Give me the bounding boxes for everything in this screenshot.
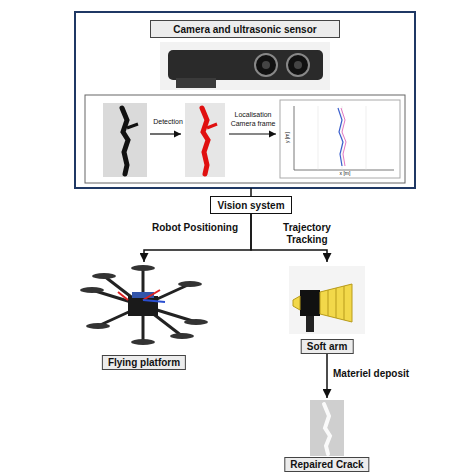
vision-box: Vision system: [210, 196, 292, 214]
node-label: Soft arm: [301, 339, 354, 354]
process-arrow: [229, 133, 276, 134]
annotation-text: y [m]: [284, 123, 291, 153]
edge-label: Materiel deposit: [333, 368, 443, 380]
camera-photo: [160, 42, 330, 90]
node-label: Vision system: [217, 200, 284, 211]
detected-crack-photo: [185, 103, 225, 177]
annotation-text: Detection: [143, 117, 193, 126]
annotation-text: Localisation Camera frame: [226, 110, 280, 128]
image-node: Flying platform: [80, 262, 208, 370]
node-label: Flying platform: [102, 355, 186, 370]
soft-arm-photo: [289, 266, 365, 334]
process-arrow: [150, 133, 181, 134]
repaired-crack-photo: [310, 400, 344, 456]
node-label: Camera and ultrasonic sensor: [173, 24, 316, 35]
frame-link: [250, 188, 252, 196]
annotation-text: x [m]: [330, 170, 360, 177]
crack-photo: [103, 103, 147, 177]
flow-connector: [144, 214, 251, 262]
image-node: Soft arm: [287, 262, 367, 354]
edge-label: Robot Positioning: [150, 222, 240, 234]
edge-label: Trajectory Tracking: [262, 222, 352, 246]
label-box: Camera and ultrasonic sensor: [150, 20, 340, 38]
localisation-plot: [280, 100, 400, 178]
detection-frame: [85, 95, 405, 183]
drone-photo: [80, 265, 208, 345]
image-node: Repaired Crack: [292, 398, 362, 472]
sensor-frame: [75, 12, 415, 188]
node-label: Repaired Crack: [284, 457, 369, 472]
flow-connector: [326, 354, 328, 398]
